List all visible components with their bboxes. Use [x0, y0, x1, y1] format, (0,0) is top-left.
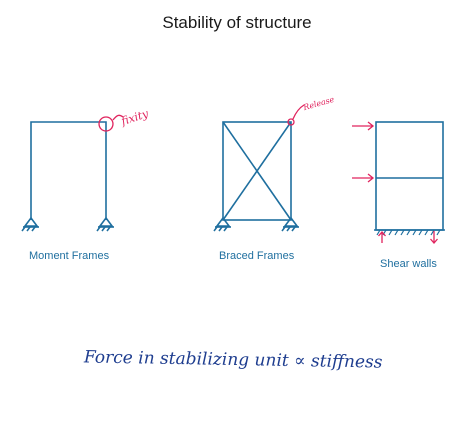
pin-support-left: [21, 216, 39, 232]
braced-frame: [213, 121, 299, 232]
fixed-base-hatching: [376, 229, 441, 236]
lateral-load-arrow-top: [352, 121, 375, 131]
release-pointer: [292, 104, 305, 120]
fixity-pointer: [112, 114, 124, 121]
shear-wall: [374, 121, 445, 236]
lateral-load-arrows: [352, 121, 375, 183]
shear-walls-caption: Shear walls: [380, 258, 437, 270]
reaction-arrow-down: [430, 231, 438, 244]
moment-frame-members: [30, 121, 107, 220]
release-hinge: [287, 118, 295, 126]
reaction-arrow-up: [378, 231, 386, 243]
pin-support-left: [213, 216, 231, 232]
shear-wall-outline: [375, 121, 444, 231]
fixity-circle: [98, 116, 114, 132]
page-title: Stability of structure: [162, 13, 312, 32]
pin-support-right: [281, 216, 299, 232]
lateral-load-arrow-middle: [352, 173, 375, 183]
pin-support-right: [96, 216, 114, 232]
fixity-annotation: [98, 114, 124, 132]
braced-frames-caption: Braced Frames: [219, 250, 295, 262]
braced-frame-members: [222, 121, 292, 221]
release-annotation: [287, 104, 305, 126]
reaction-arrows: [378, 231, 438, 244]
moment-frames-caption: Moment Frames: [29, 250, 110, 262]
brace-diagonal-2: [222, 121, 292, 221]
moment-frame: [21, 121, 114, 232]
